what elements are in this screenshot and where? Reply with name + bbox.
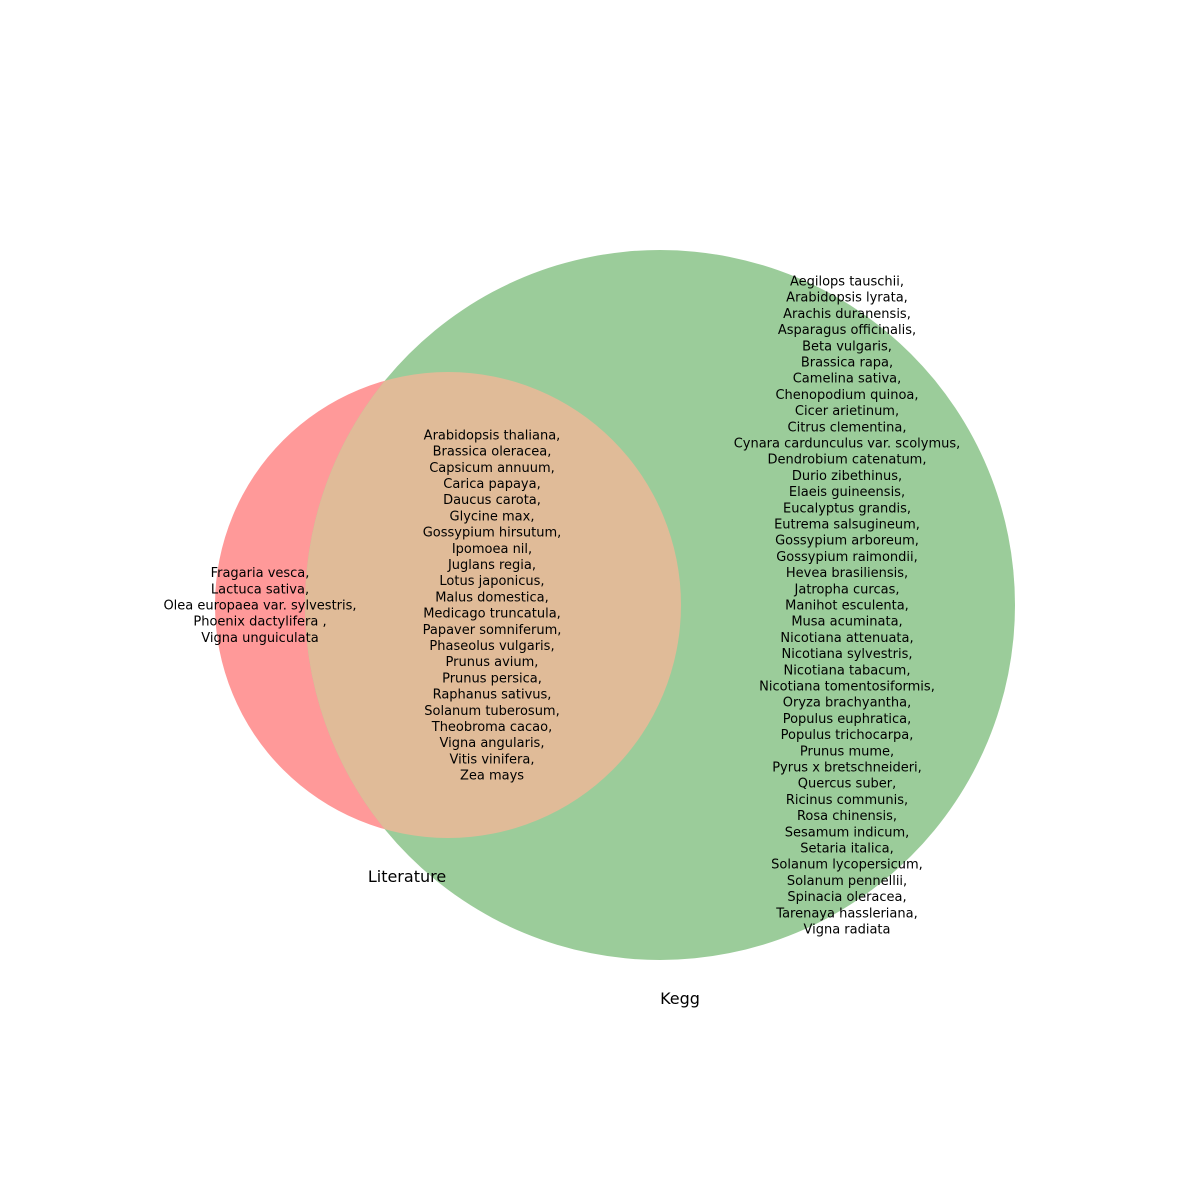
kegg-only-species-item: Citrus clementina, — [788, 420, 907, 435]
kegg-only-species-item: Brassica rapa, — [801, 356, 893, 371]
overlap-species-item: Malus domestica, — [435, 590, 549, 605]
literature-set-label: Literature — [368, 867, 446, 886]
kegg-only-species-item: Pyrus x bretschneideri, — [772, 761, 922, 776]
overlap-species-item: Juglans regia, — [447, 558, 536, 573]
overlap-species-item: Brassica oleracea, — [433, 445, 552, 460]
literature-only-species-list: Fragaria vesca,Lactuca sativa, Olea europ… — [163, 566, 356, 646]
overlap-species-item: Vigna angularis, — [440, 736, 545, 751]
overlap-species-item: Arabidopsis thaliana, — [424, 428, 561, 443]
kegg-only-species-item: Hevea brasiliensis, — [786, 566, 908, 581]
kegg-only-species-item: Manihot esculenta, — [785, 599, 909, 614]
kegg-only-species-item: Prunus mume, — [800, 744, 894, 759]
overlap-species-item: Gossypium hirsutum, — [423, 526, 562, 541]
kegg-only-species-item: Arachis duranensis, — [783, 307, 911, 322]
kegg-only-species-item: Spinacia oleracea, — [787, 890, 906, 905]
literature-only-species-item: Fragaria vesca, — [211, 566, 310, 581]
kegg-only-species-item: Vigna radiata — [803, 923, 890, 938]
kegg-only-species-item: Dendrobium catenatum, — [768, 453, 927, 468]
kegg-only-species-item: Asparagus officinalis, — [778, 323, 916, 338]
kegg-only-species-item: Gossypium raimondii, — [776, 550, 918, 565]
kegg-only-species-item: Solanum pennellii, — [787, 874, 907, 889]
kegg-only-species-item: Oryza brachyantha, — [783, 696, 911, 711]
literature-only-species-item: Olea europaea var. sylvestris, — [163, 599, 356, 614]
kegg-only-species-item: Nicotiana sylvestris, — [782, 647, 913, 662]
overlap-region — [305, 372, 681, 838]
kegg-only-species-item: Setaria italica, — [800, 842, 894, 857]
overlap-species-item: Zea mays — [460, 769, 524, 784]
kegg-set-label: Kegg — [660, 989, 700, 1008]
kegg-only-species-item: Elaeis guineensis, — [789, 485, 905, 500]
kegg-only-species-item: Beta vulgaris, — [802, 339, 892, 354]
literature-only-species-item: Phoenix dactylifera , — [193, 615, 326, 630]
overlap-species-item: Vitis vinifera, — [449, 752, 534, 767]
overlap-species-item: Phaseolus vulgaris, — [429, 639, 554, 654]
overlap-species-item: Ipomoea nil, — [452, 542, 532, 557]
kegg-only-species-item: Musa acuminata, — [791, 615, 902, 630]
overlap-species-item: Carica papaya, — [443, 477, 540, 492]
overlap-species-item: Solanum tuberosum, — [424, 704, 559, 719]
overlap-species-item: Medicago truncatula, — [423, 607, 561, 622]
kegg-only-species-item: Solanum lycopersicum, — [771, 858, 923, 873]
kegg-only-species-item: Jatropha curcas, — [794, 582, 900, 597]
overlap-species-item: Theobroma cacao, — [431, 720, 552, 735]
kegg-only-species-item: Camelina sativa, — [793, 372, 902, 387]
kegg-only-species-item: Aegilops tauschii, — [790, 275, 904, 290]
kegg-only-species-item: Durio zibethinus, — [792, 469, 902, 484]
kegg-only-species-item: Quercus suber, — [798, 777, 897, 792]
kegg-only-species-item: Nicotiana tabacum, — [784, 663, 911, 678]
overlap-species-item: Daucus carota, — [443, 493, 541, 508]
overlap-species-item: Lotus japonicus, — [439, 574, 544, 589]
kegg-only-species-item: Sesamum indicum, — [785, 825, 910, 840]
kegg-only-species-item: Tarenaya hassleriana, — [775, 906, 917, 921]
overlap-species-item: Glycine max, — [450, 509, 535, 524]
overlap-species-item: Papaver somniferum, — [423, 623, 562, 638]
literature-only-species-item: Lactuca sativa, — [211, 582, 309, 597]
kegg-only-species-item: Gossypium arboreum, — [775, 534, 919, 549]
kegg-only-species-item: Populus euphratica, — [783, 712, 912, 727]
kegg-only-species-item: Chenopodium quinoa, — [775, 388, 918, 403]
literature-only-species-item: Vigna unguiculata — [201, 631, 318, 646]
kegg-only-species-item: Cicer arietinum, — [795, 404, 899, 419]
overlap-species-item: Raphanus sativus, — [433, 688, 552, 703]
kegg-only-species-item: Populus trichocarpa, — [781, 728, 914, 743]
kegg-only-species-item: Eutrema salsugineum, — [774, 518, 920, 533]
kegg-only-species-item: Nicotiana attenuata, — [780, 631, 913, 646]
kegg-only-species-item: Rosa chinensis, — [797, 809, 897, 824]
kegg-only-species-list: Aegilops tauschii,Arabidopsis lyrata,Ara… — [734, 275, 961, 938]
kegg-only-species-item: Nicotiana tomentosiformis, — [759, 680, 935, 695]
overlap-species-item: Capsicum annuum, — [429, 461, 555, 476]
kegg-only-species-item: Cynara cardunculus var. scolymus, — [734, 437, 961, 452]
kegg-only-species-item: Ricinus communis, — [786, 793, 908, 808]
overlap-species-list: Arabidopsis thaliana,Brassica oleracea,C… — [423, 428, 562, 783]
kegg-only-species-item: Arabidopsis lyrata, — [786, 291, 908, 306]
overlap-species-item: Prunus persica, — [442, 671, 542, 686]
overlap-species-item: Prunus avium, — [446, 655, 539, 670]
kegg-only-species-item: Eucalyptus grandis, — [783, 501, 911, 516]
